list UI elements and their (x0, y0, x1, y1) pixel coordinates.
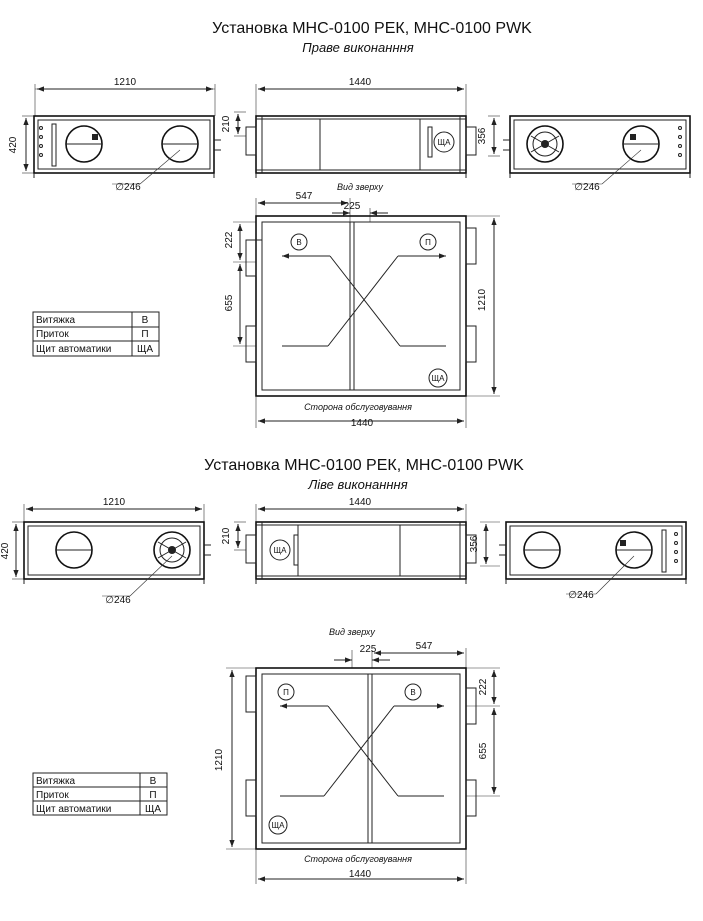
front-view-2: 1210 420 ∅246 (0, 497, 211, 606)
legend-1-name-2: Щит автоматики (36, 344, 111, 355)
section-1-subtitle: Праве виконанння (302, 40, 413, 55)
dim-height-back-1: 356 (477, 127, 488, 144)
legend-1-name-1: Приток (36, 329, 69, 340)
legend-2-name-1: Приток (36, 790, 69, 801)
front-view-1: 1210 420 ∅246 (8, 77, 221, 193)
side-view-1: 1440 210 ЩА (221, 77, 477, 178)
tag-exhaust-2: В (410, 688, 415, 697)
back-view-1: 356 ∅246 (477, 115, 691, 193)
section-2-title: Установка МНС-0100 РЕК, МНС-0100 PWK (204, 457, 524, 474)
legend-1-name-0: Витяжка (36, 315, 76, 326)
dim-top-a-1: 547 (296, 191, 313, 202)
dim-length-side-1: 1440 (349, 77, 372, 88)
dim-top-a-2: 547 (416, 641, 433, 652)
dim-height-front-1: 420 (8, 136, 19, 153)
tag-exhaust-1: В (296, 238, 301, 247)
dim-height-side-1: 210 (221, 115, 232, 132)
dim-height-back-2: 356 (469, 535, 480, 552)
back-view-2: 356 ∅246 (469, 521, 687, 601)
top-view-1: Вид зверху 547 225 222 655 1210 (224, 182, 500, 429)
legend-1-code-2: ЩА (137, 344, 153, 355)
tag-panel-side-1: ЩА (438, 138, 452, 147)
legend-2-code-2: ЩА (145, 804, 161, 815)
dim-length-side-2: 1440 (349, 497, 372, 508)
dim-top-b-1: 225 (344, 201, 361, 212)
service-label-1: Сторона обслуговування (304, 402, 412, 412)
dim-width-front-1: 1210 (114, 77, 137, 88)
legend-table-2: Витяжка В Приток П Щит автоматики ЩА (32, 772, 168, 816)
dim-top-right2-2: 655 (478, 742, 489, 759)
top-view-2: Вид зверху 225 547 1210 222 655 (214, 627, 500, 884)
dim-top-left-1: 222 (224, 231, 235, 248)
dim-top-right-1: 1210 (477, 288, 488, 311)
dim-diameter-front-1: ∅246 (115, 182, 141, 193)
view-label-2: Вид зверху (329, 627, 375, 637)
section-left-version: Установка МНС-0100 РЕК, МНС-0100 PWK Лів… (0, 457, 687, 884)
legend-2-code-0: В (150, 776, 157, 787)
service-label-2: Сторона обслуговування (304, 854, 412, 864)
dim-width-front-2: 1210 (103, 497, 126, 508)
section-2-subtitle: Ліве виконанння (307, 477, 407, 492)
legend-2-name-2: Щит автоматики (36, 804, 111, 815)
legend-2-code-1: П (149, 790, 156, 801)
dim-top-bottom-2: 1440 (349, 869, 372, 880)
section-1-title: Установка МНС-0100 РЕК, МНС-0100 PWK (212, 20, 532, 37)
dim-top-bottom-1: 1440 (351, 418, 374, 429)
dim-top-left-2: 1210 (214, 748, 225, 771)
dim-diameter-back-1: ∅246 (574, 182, 600, 193)
side-view-2: 1440 210 ЩА (221, 497, 477, 584)
dim-top-left2-1: 655 (224, 294, 235, 311)
dim-top-b-2: 225 (360, 644, 377, 655)
dim-top-right-2: 222 (478, 678, 489, 695)
dim-height-front-2: 420 (0, 542, 11, 559)
legend-2-name-0: Витяжка (36, 776, 76, 787)
tag-supply-2: П (283, 688, 289, 697)
view-label-1: Вид зверху (337, 182, 383, 192)
tag-supply-1: П (425, 238, 431, 247)
tag-panel-side-2: ЩА (274, 546, 288, 555)
section-right-version: Установка МНС-0100 РЕК, МНС-0100 PWK Пра… (8, 20, 691, 429)
legend-1-code-0: В (142, 315, 149, 326)
legend-table-1: Витяжка В Приток П Щит автоматики ЩА (32, 311, 160, 357)
legend-1-code-1: П (141, 329, 148, 340)
dim-height-side-2: 210 (221, 527, 232, 544)
tag-panel-top-1: ЩА (432, 374, 446, 383)
tag-panel-top-2: ЩА (272, 821, 286, 830)
dim-diameter-back-2: ∅246 (568, 590, 594, 601)
dim-diameter-front-2: ∅246 (105, 595, 131, 606)
